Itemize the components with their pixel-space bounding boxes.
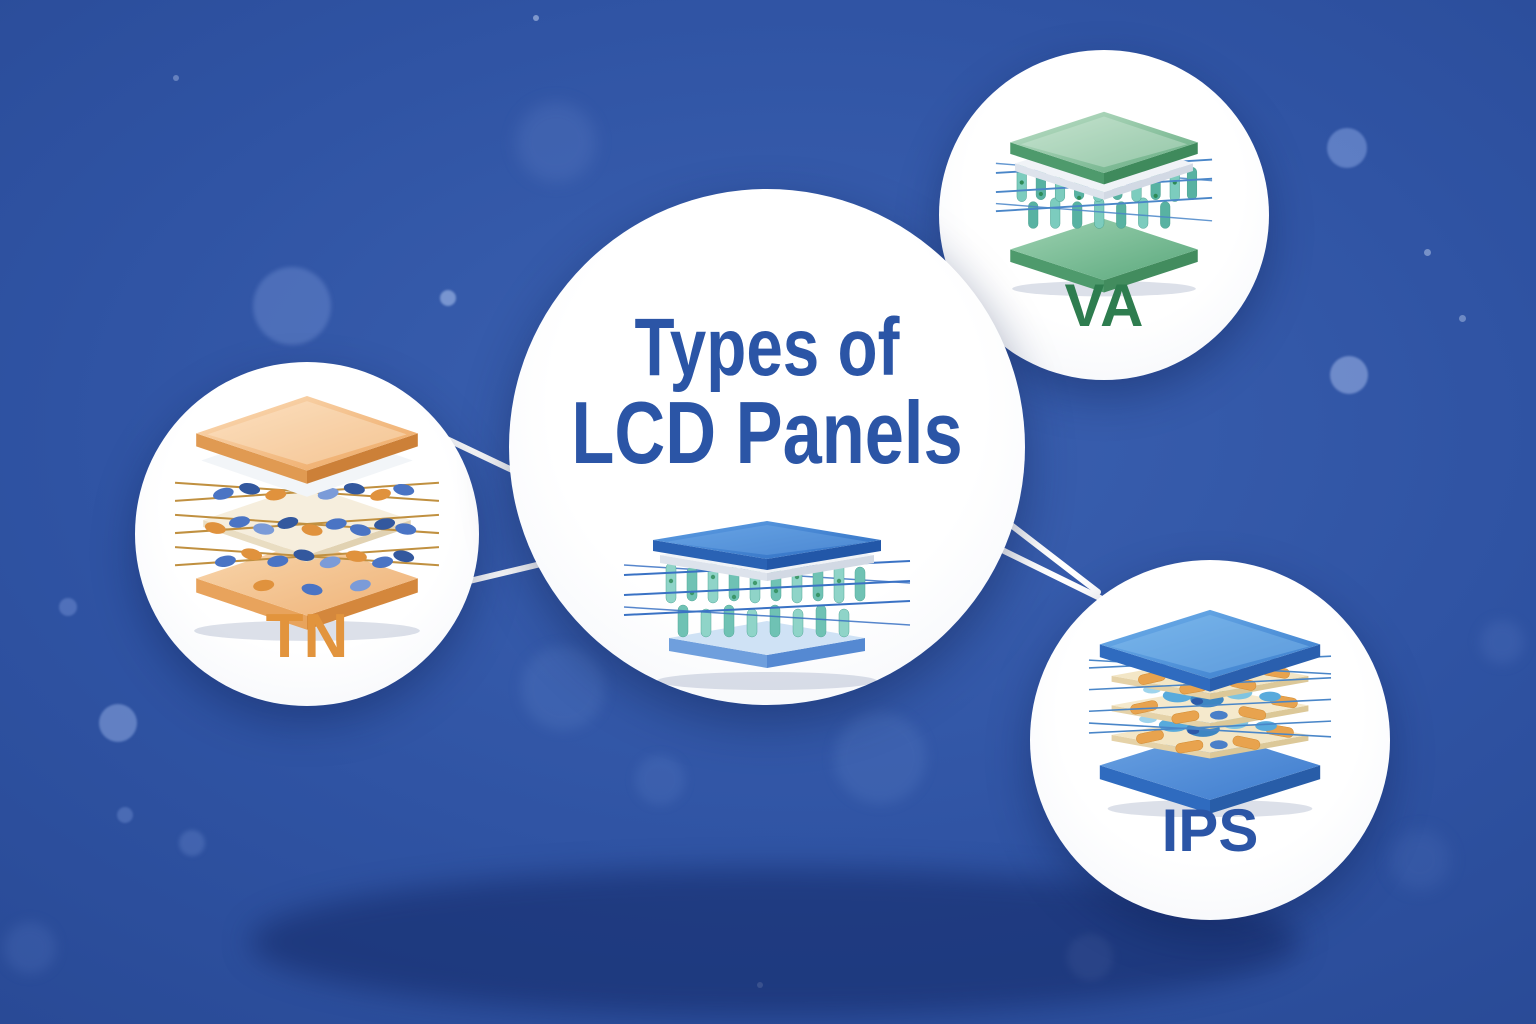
lcd-panel-stack-illustration <box>623 521 911 690</box>
bottom-plate <box>669 621 865 668</box>
stack-shadow <box>657 672 877 690</box>
node-ips: IPS <box>1030 560 1390 920</box>
va-label: VA <box>1064 272 1144 339</box>
ips-panel-stack-illustration <box>1088 609 1332 817</box>
liquid-crystal-layer <box>677 604 850 638</box>
connector-center-ips-lower <box>991 543 1103 601</box>
title-line-2: LCD Panels <box>571 383 963 482</box>
tn-panel-stack-illustration <box>174 396 440 641</box>
mid-substrate <box>203 484 411 563</box>
title-line-1: Types of <box>634 302 900 393</box>
tn-label: TN <box>265 602 349 671</box>
node-va: VA <box>939 50 1269 380</box>
top-plate <box>1010 111 1198 185</box>
bottom-plate <box>1010 218 1198 293</box>
node-tn: TN <box>135 362 479 706</box>
connector-center-ips-upper <box>999 515 1101 595</box>
stack-shadow <box>194 620 420 641</box>
top-plate <box>653 521 881 570</box>
va-panel-stack-illustration <box>995 111 1213 297</box>
liquid-crystal-layer <box>253 579 371 596</box>
top-plate <box>196 396 418 484</box>
ips-label: IPS <box>1161 797 1259 864</box>
node-center: Types of LCD Panels <box>509 189 1025 705</box>
top-plate <box>1099 609 1321 692</box>
